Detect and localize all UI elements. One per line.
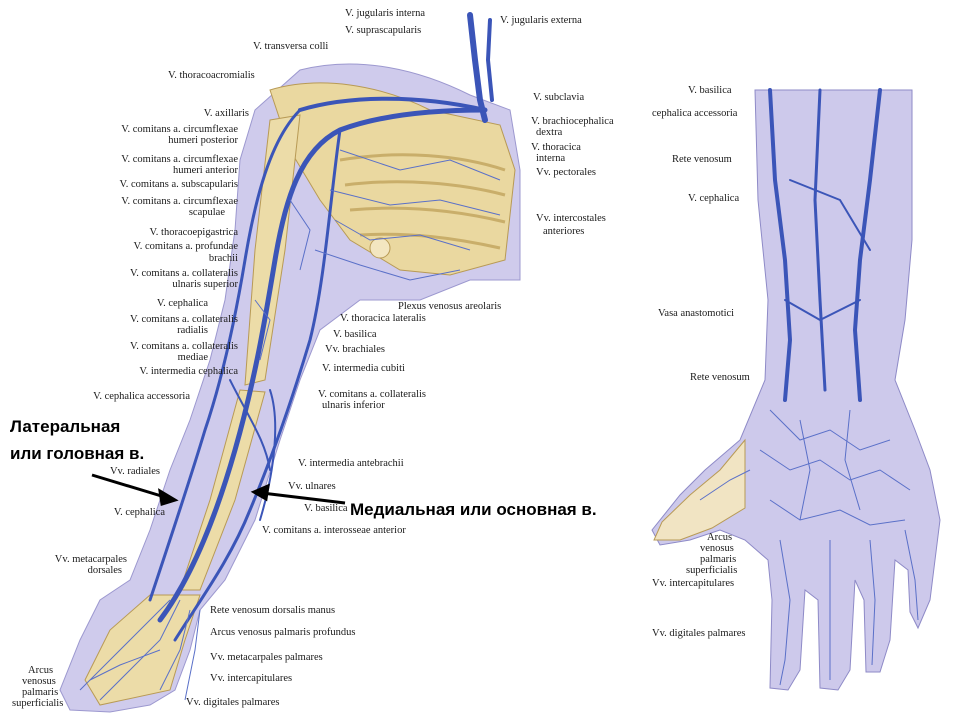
label-arcus-1: Arcus	[28, 665, 54, 676]
label-vv-radiales: Vv. radiales	[109, 466, 160, 477]
label-subclavia: V. subclavia	[533, 92, 585, 103]
fa-label-basilica: V. basilica	[688, 85, 732, 96]
label-coll-uln-inf-1: V. comitans a. collateralis	[318, 389, 426, 400]
label-axillaris: V. axillaris	[203, 108, 249, 119]
thumb	[653, 438, 746, 541]
label-circumflexae-ant-1: V. comitans a. circumflexae	[121, 154, 238, 165]
label-metacarpales-dorsales-2: dorsales	[87, 565, 122, 576]
label-coll-mediae-1: V. comitans a. collateralis	[130, 341, 238, 352]
label-metacarpales-dorsales-1: Vv. metacarpales	[54, 554, 127, 565]
label-thoracica-interna-1: V. thoracica	[531, 142, 581, 153]
label-cephalica-upper: V. cephalica	[156, 298, 208, 309]
label-coll-radialis-1: V. comitans a. collateralis	[130, 314, 238, 325]
label-brachiocephalica-1: V. brachiocephalica	[531, 116, 614, 127]
label-arcus-2: venosus	[22, 676, 56, 687]
label-vv-brachiales: Vv. brachiales	[325, 344, 385, 355]
areola	[369, 237, 391, 259]
label-thoracica-lateralis: V. thoracica lateralis	[340, 313, 426, 324]
label-coll-uln-sup-1: V. comitans a. collateralis	[130, 268, 238, 279]
label-intermedia-cephalica: V. intermedia cephalica	[139, 366, 238, 377]
label-rete-dorsalis-manus: Rete venosum dorsalis manus	[210, 605, 336, 616]
label-arcus-4: superficialis	[12, 698, 64, 709]
arm-illustration	[59, 12, 521, 713]
label-basilica-lower: V. basilica	[304, 503, 348, 514]
lateral-vein-title-line1: Латеральная	[10, 417, 121, 436]
label-circumflexae-ant-2: humeri anterior	[172, 165, 238, 176]
fa-label-intercapitulares: Vv. intercapitulares	[652, 578, 735, 589]
label-digitales-palmares: Vv. digitales palmares	[186, 697, 280, 708]
label-cephalica-lower: V. cephalica	[113, 507, 165, 518]
label-transversa-colli: V. transversa colli	[253, 41, 329, 52]
fa-label-arcus-1: Arcus	[707, 532, 733, 543]
label-coll-mediae-2: mediae	[177, 352, 208, 363]
label-jugularis-externa: V. jugularis externa	[500, 15, 582, 26]
label-cephalica-accessoria: V. cephalica accessoria	[93, 391, 190, 402]
label-intercapitulares: Vv. intercapitulares	[210, 673, 293, 684]
humerus	[244, 114, 301, 386]
label-brachiocephalica-2: dextra	[536, 127, 563, 138]
fa-label-rete-venosum-upper: Rete venosum	[672, 154, 732, 165]
label-intercostales-1: Vv. intercostales	[536, 213, 606, 224]
medial-pointer	[261, 491, 346, 505]
label-coll-radialis-2: radialis	[177, 325, 208, 336]
forearm-silhouette	[651, 89, 941, 691]
label-thoracoacromialis: V. thoracoacromialis	[168, 70, 255, 81]
label-profundae-2: brachii	[208, 253, 238, 264]
fa-label-vasa-anastomotici: Vasa anastomotici	[658, 308, 735, 319]
label-basilica-upper: V. basilica	[333, 329, 377, 340]
label-intermedia-antebrachii: V. intermedia antebrachii	[298, 458, 404, 469]
fa-label-digitales-palmares: Vv. digitales palmares	[652, 628, 746, 639]
lateral-vein-title-line2: или головная в.	[10, 444, 145, 463]
label-thoracica-interna-2: interna	[536, 153, 566, 164]
label-arcus-profundus: Arcus venosus palmaris profundus	[210, 627, 356, 638]
label-circumflexae-scap-2: scapulae	[188, 207, 225, 218]
label-vv-ulnares: Vv. ulnares	[288, 481, 336, 492]
label-plexus-areolaris: Plexus venosus areolaris	[398, 301, 502, 312]
label-circumflexae-post-2: humeri posterior	[168, 135, 238, 146]
fa-label-arcus-2: venosus	[700, 543, 734, 554]
label-arcus-3: palmaris	[22, 687, 59, 698]
fa-label-cephalica: V. cephalica	[688, 193, 740, 204]
hand-vein-network	[699, 409, 919, 686]
label-circumflexae-post-1: V. comitans a. circumflexae	[121, 124, 238, 135]
label-intermedia-cubiti: V. intermedia cubiti	[322, 363, 405, 374]
medial-vein-title: Медиальная или основная в.	[350, 500, 597, 519]
label-thoracoepigastrica: V. thoracoepigastrica	[149, 227, 238, 238]
pointer-arrows	[91, 473, 346, 506]
forearm-illustration	[651, 88, 941, 691]
fa-label-arcus-3: palmaris	[700, 554, 737, 565]
label-coll-uln-inf-2: ulnaris inferior	[322, 400, 385, 411]
fa-label-rete-venosum-lower: Rete venosum	[690, 372, 750, 383]
lateral-pointer	[91, 473, 169, 500]
label-suprascapularis: V. suprascapularis	[345, 25, 422, 36]
label-pectorales: Vv. pectorales	[536, 167, 596, 178]
lateral-pointer-head	[158, 488, 179, 506]
fa-label-cephalica-accessoria: cephalica accessoria	[652, 108, 738, 119]
label-coll-uln-sup-2: ulnaris superior	[172, 279, 238, 290]
label-subscapularis: V. comitans a. subscapularis	[119, 179, 239, 190]
arm-vein-network	[79, 149, 501, 701]
label-jugularis-interna: V. jugularis interna	[345, 8, 426, 19]
label-intercostales-2: anteriores	[543, 226, 585, 237]
label-circumflexae-scap-1: V. comitans a. circumflexae	[121, 196, 238, 207]
forearm-veins	[768, 88, 882, 402]
fa-label-arcus-4: superficialis	[686, 565, 738, 576]
label-metacarpales-palmares: Vv. metacarpales palmares	[210, 652, 323, 663]
label-interosseae-anterior: V. comitans a. interosseae anterior	[262, 525, 406, 536]
label-profundae-1: V. comitans a. profundae	[133, 241, 239, 252]
medial-pointer-head	[250, 483, 270, 502]
arm-veins	[148, 12, 494, 642]
